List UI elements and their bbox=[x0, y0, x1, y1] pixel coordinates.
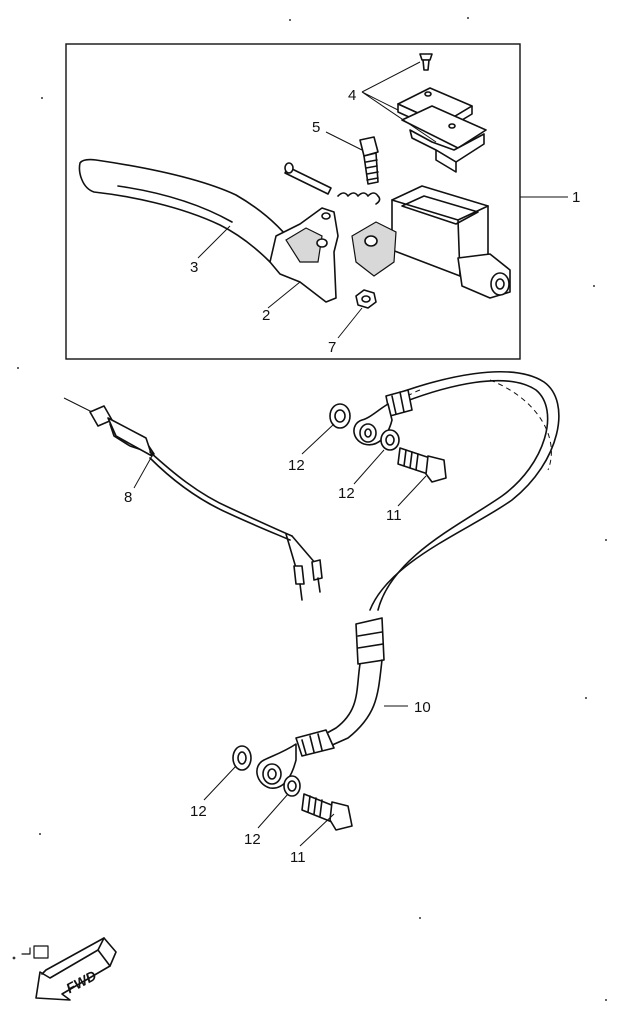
cap-screw bbox=[419, 53, 433, 71]
lever-pivot-bracket bbox=[269, 207, 339, 303]
nut bbox=[355, 289, 377, 309]
washer-upper-outer bbox=[329, 403, 351, 429]
callout-10: 10 bbox=[414, 699, 431, 716]
callout-12-lower-outer: 12 bbox=[190, 803, 207, 820]
pivot-pin bbox=[284, 162, 332, 195]
brake-hose bbox=[295, 371, 560, 757]
brake-lever bbox=[78, 158, 297, 267]
callout-11-upper: 11 bbox=[386, 507, 402, 524]
return-spring bbox=[337, 192, 381, 205]
master-cylinder-body bbox=[351, 185, 511, 299]
callout-7: 7 bbox=[328, 339, 336, 356]
reservoir-cap bbox=[397, 87, 487, 173]
washer-lower-outer bbox=[232, 745, 252, 771]
callout-4: 4 bbox=[348, 87, 356, 104]
assembly-frame bbox=[65, 43, 521, 360]
pointer-mark bbox=[12, 945, 49, 960]
callout-2: 2 bbox=[262, 307, 270, 324]
cable bbox=[63, 397, 323, 601]
pivot-bolt bbox=[359, 136, 379, 185]
union-bolt-lower bbox=[301, 793, 353, 831]
callout-12-upper-inner: 12 bbox=[338, 485, 355, 502]
union-bolt-upper bbox=[397, 447, 447, 483]
callout-12-lower-inner: 12 bbox=[244, 831, 261, 848]
callout-12-upper-outer: 12 bbox=[288, 457, 305, 474]
callout-11-lower: 11 bbox=[290, 849, 306, 866]
washer-lower-inner bbox=[283, 775, 301, 797]
print-specks bbox=[17, 17, 607, 1001]
callout-8: 8 bbox=[124, 489, 132, 506]
callout-1: 1 bbox=[572, 189, 580, 206]
washer-upper-inner bbox=[380, 429, 400, 451]
leader-lines bbox=[133, 61, 568, 847]
callout-3: 3 bbox=[190, 259, 198, 276]
callout-5: 5 bbox=[312, 119, 320, 136]
